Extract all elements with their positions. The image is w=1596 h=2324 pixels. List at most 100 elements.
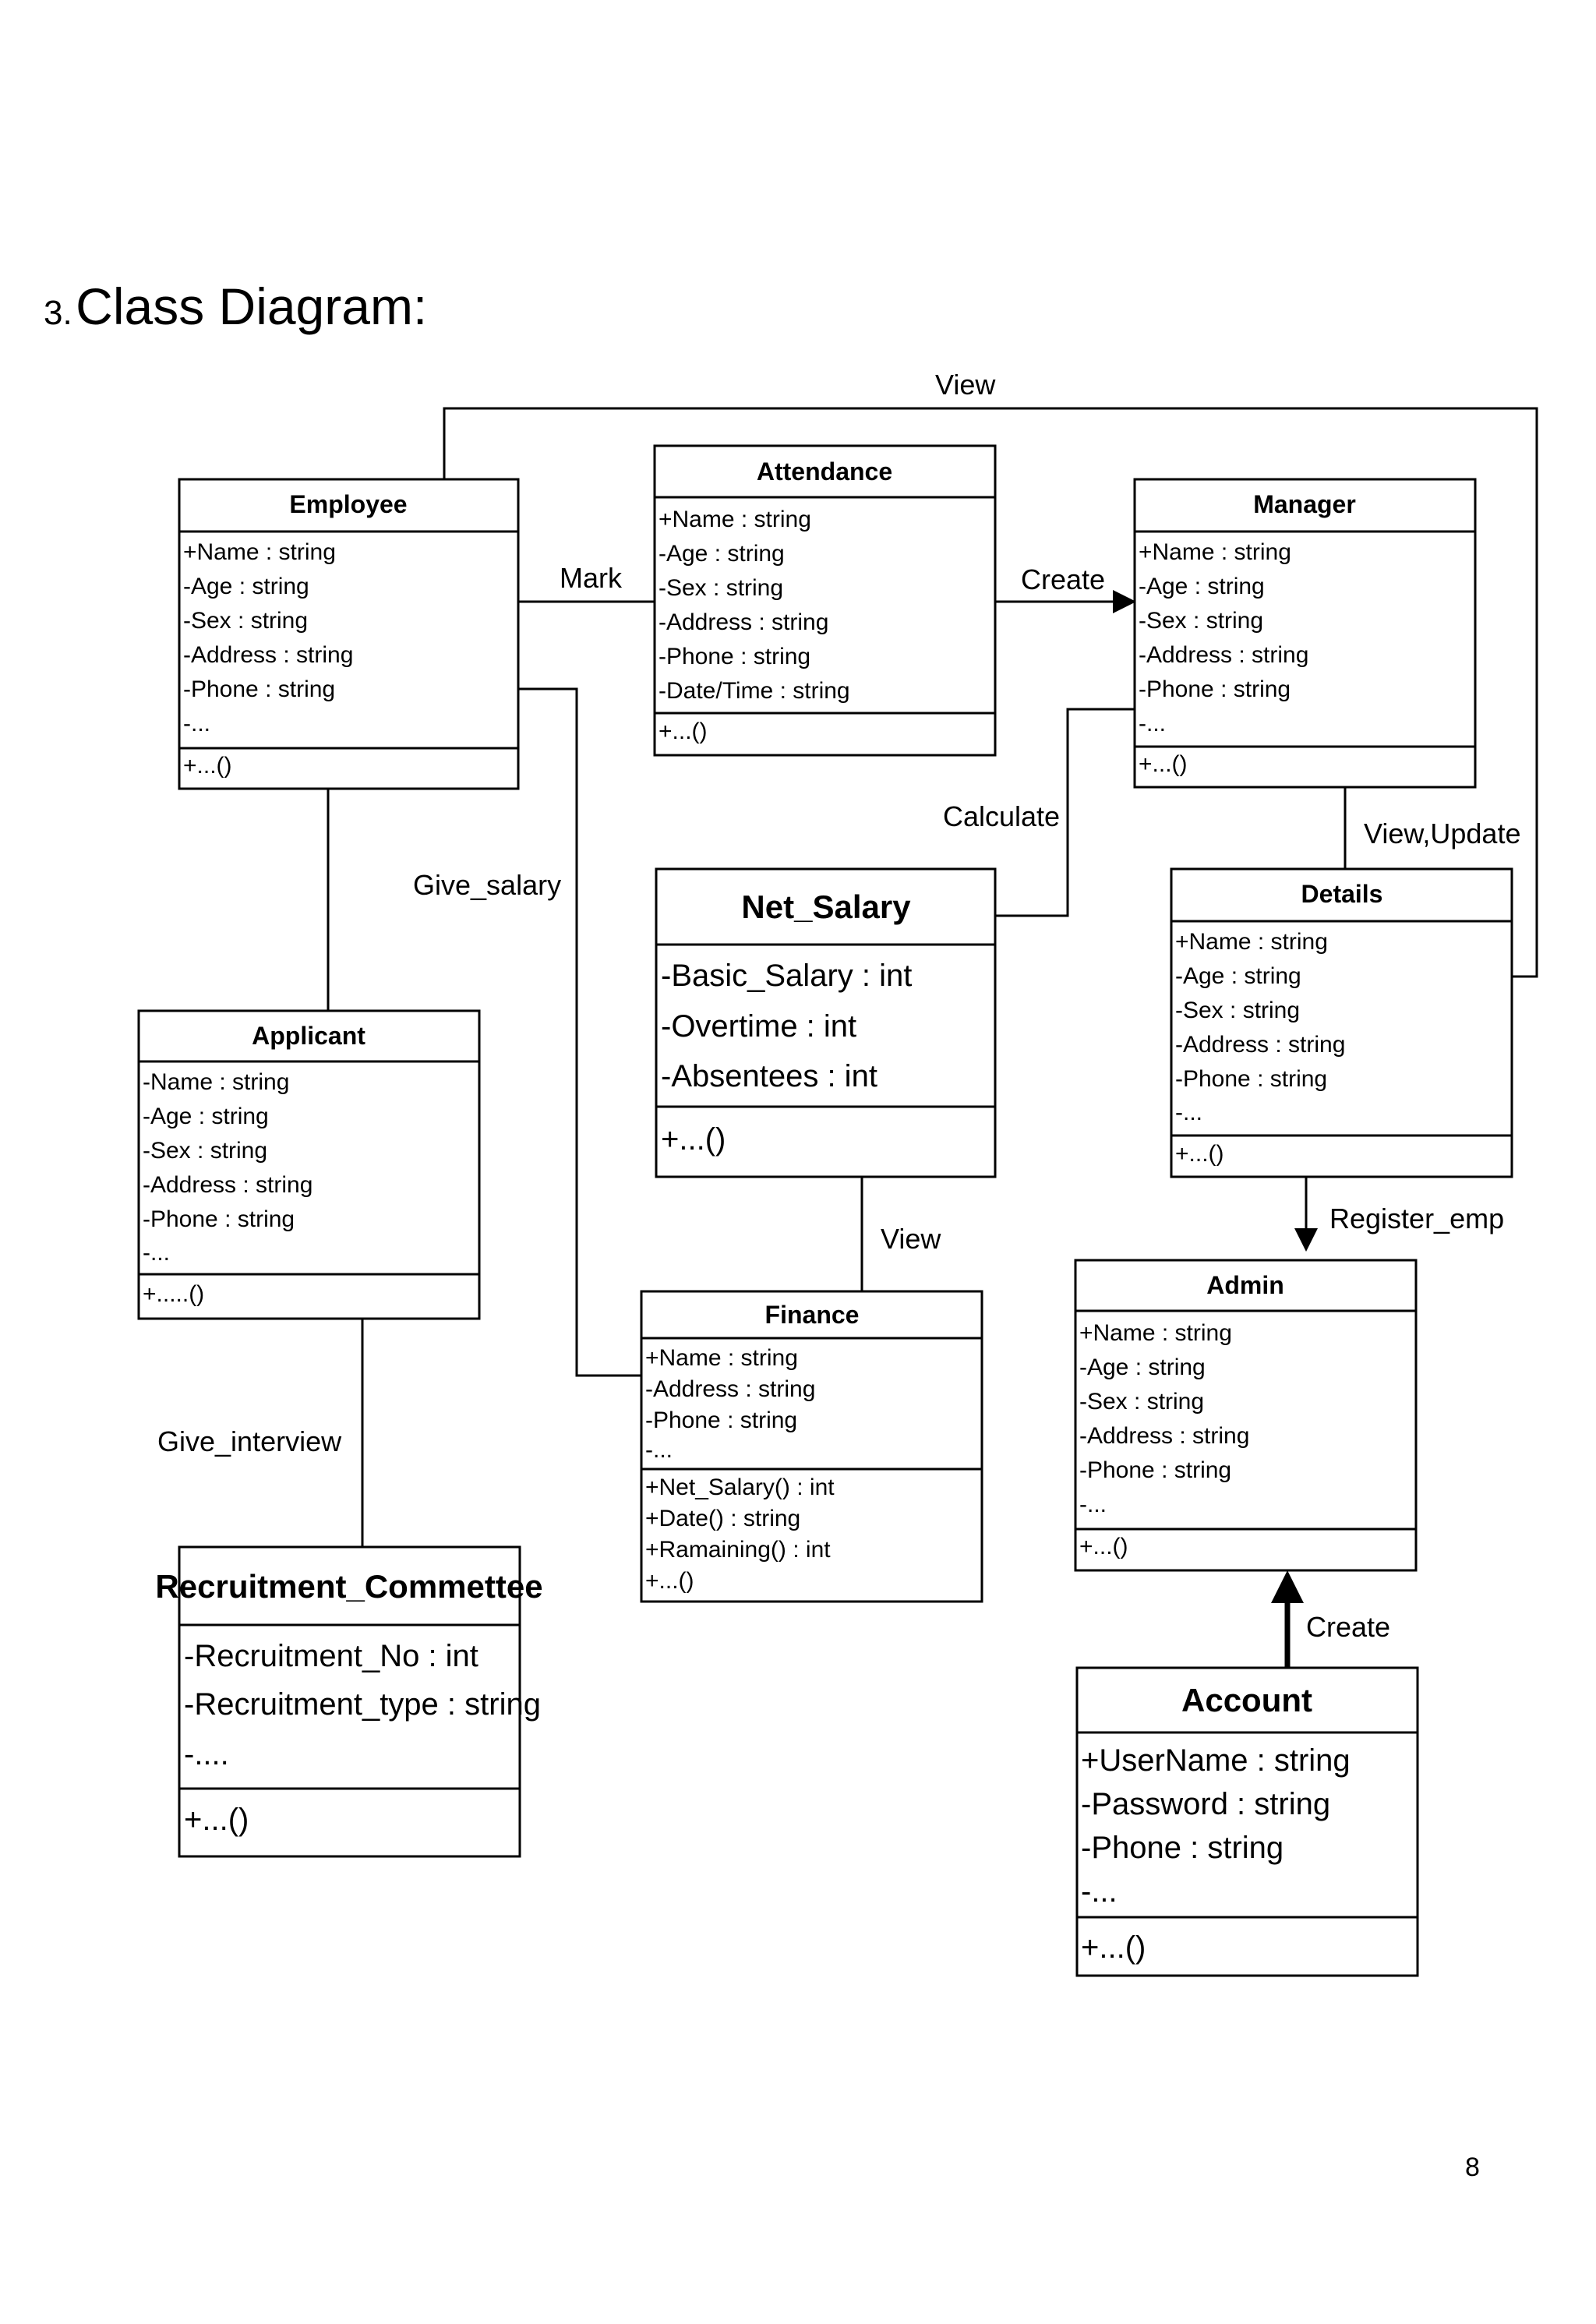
class-details: Details +Name : string -Age : string -Se… bbox=[1170, 867, 1513, 1178]
class-attribute: -Date/Time : string bbox=[659, 678, 850, 704]
class-attribute: -Basic_Salary : int bbox=[661, 959, 912, 993]
class-name: Admin bbox=[1206, 1271, 1284, 1299]
class-attribute: -.... bbox=[184, 1737, 229, 1771]
class-attribute: -Age : string bbox=[1079, 1354, 1206, 1380]
class-attribute: -Phone : string bbox=[183, 676, 335, 702]
class-name: Employee bbox=[289, 490, 407, 518]
class-attribute: -Phone : string bbox=[1139, 676, 1291, 702]
class-attribute: -Address : string bbox=[183, 642, 353, 668]
create-label: Create bbox=[1021, 563, 1105, 595]
class-method: +...() bbox=[1079, 1534, 1128, 1559]
class-attribute: -Age : string bbox=[183, 574, 309, 599]
mark-label: Mark bbox=[560, 562, 623, 594]
class-method: +...() bbox=[183, 753, 232, 779]
class-method: +.....() bbox=[143, 1281, 204, 1307]
class-admin: Admin +Name : string -Age : string -Sex … bbox=[1074, 1259, 1418, 1572]
class-attribute: +Name : string bbox=[1139, 539, 1291, 565]
view-update-label: View,Update bbox=[1364, 818, 1520, 849]
class-attribute: +Name : string bbox=[183, 539, 336, 565]
class-attribute: -... bbox=[1081, 1874, 1118, 1909]
page-number: 8 bbox=[1465, 2153, 1480, 2182]
class-attribute: -Phone : string bbox=[1081, 1831, 1284, 1865]
view-connector bbox=[443, 407, 1538, 978]
class-name: Net_Salary bbox=[741, 888, 911, 925]
class-attribute: +Name : string bbox=[659, 507, 811, 532]
class-attribute: -Address : string bbox=[645, 1376, 815, 1402]
class-recruitment-commettee: Recruitment_Commettee -Recruitment_No : … bbox=[155, 1545, 543, 1858]
class-name: Attendance bbox=[757, 457, 892, 486]
class-method: +...() bbox=[1081, 1930, 1146, 1965]
class-attribute: -Sex : string bbox=[659, 575, 783, 601]
class-method: +...() bbox=[645, 1568, 694, 1594]
relation-labels: View Mark Create Calculate View,Update G… bbox=[157, 369, 1520, 1643]
class-employee: Employee +Name : string -Age : string -S… bbox=[178, 478, 520, 790]
section-heading: 3. Class Diagram: bbox=[44, 277, 427, 336]
class-attribute: -Absentees : int bbox=[661, 1059, 877, 1093]
class-method: +...() bbox=[184, 1803, 249, 1837]
class-method: +Date() : string bbox=[645, 1506, 800, 1531]
class-name: Finance bbox=[765, 1301, 860, 1329]
class-attribute: -... bbox=[645, 1437, 673, 1463]
class-name: Recruitment_Commettee bbox=[155, 1568, 542, 1605]
class-method: +Ramaining() : int bbox=[645, 1537, 831, 1563]
class-attribute: -... bbox=[1175, 1100, 1202, 1125]
give-interview-label: Give_interview bbox=[157, 1425, 342, 1457]
class-attribute: -Phone : string bbox=[1175, 1066, 1327, 1092]
class-attribute: -Overtime : int bbox=[661, 1009, 856, 1044]
class-manager: Manager +Name : string -Age : string -Se… bbox=[1133, 478, 1477, 789]
class-finance: Finance +Name : string -Address : string… bbox=[640, 1290, 983, 1603]
class-attribute: -Address : string bbox=[1139, 642, 1308, 668]
class-attribute: -Sex : string bbox=[1175, 998, 1300, 1023]
class-attribute: -Phone : string bbox=[659, 644, 810, 669]
class-attribute: -... bbox=[1079, 1492, 1107, 1517]
class-attribute: -Address : string bbox=[1175, 1032, 1345, 1058]
class-attribute: -Address : string bbox=[659, 609, 828, 635]
class-method: +...() bbox=[659, 719, 708, 744]
class-attribute: -Name : string bbox=[143, 1069, 289, 1095]
section-number: 3. bbox=[44, 294, 72, 332]
class-attribute: -Sex : string bbox=[183, 608, 308, 634]
class-attribute: -Age : string bbox=[143, 1104, 269, 1129]
class-attribute: -Phone : string bbox=[645, 1407, 797, 1433]
class-applicant: Applicant -Name : string -Age : string -… bbox=[137, 1009, 481, 1320]
class-method: +...() bbox=[1175, 1141, 1224, 1167]
class-attribute: -Recruitment_type : string bbox=[184, 1687, 541, 1722]
class-account: Account +UserName : string -Password : s… bbox=[1075, 1666, 1419, 1977]
class-attribute: -Recruitment_No : int bbox=[184, 1639, 478, 1673]
class-attendance: Attendance +Name : string -Age : string … bbox=[653, 444, 997, 757]
section-title: Class Diagram: bbox=[76, 277, 428, 335]
give-salary-label: Give_salary bbox=[413, 869, 561, 901]
class-method: +...() bbox=[1139, 751, 1188, 777]
calculate-connector bbox=[995, 708, 1135, 917]
class-attribute: -Age : string bbox=[1175, 963, 1301, 989]
class-net-salary: Net_Salary -Basic_Salary : int -Overtime… bbox=[655, 867, 997, 1178]
class-attribute: -... bbox=[1139, 711, 1166, 736]
class-method: +Net_Salary() : int bbox=[645, 1475, 835, 1500]
class-attribute: -Sex : string bbox=[143, 1138, 267, 1164]
class-name: Details bbox=[1301, 880, 1383, 908]
class-attribute: -Age : string bbox=[1139, 574, 1265, 599]
class-attribute: -... bbox=[183, 711, 210, 736]
view-label: View bbox=[935, 369, 996, 401]
create-account-label: Create bbox=[1306, 1611, 1390, 1643]
class-attribute: -Age : string bbox=[659, 541, 785, 567]
class-attribute: +Name : string bbox=[1079, 1320, 1232, 1346]
class-attribute: -Phone : string bbox=[1079, 1457, 1231, 1483]
class-attribute: -Sex : string bbox=[1079, 1389, 1204, 1415]
class-name: Account bbox=[1181, 1682, 1312, 1718]
class-method: +...() bbox=[661, 1122, 726, 1157]
class-attribute: -... bbox=[143, 1240, 170, 1266]
class-attribute: -Address : string bbox=[1079, 1423, 1249, 1449]
class-attribute: -Phone : string bbox=[143, 1206, 295, 1232]
class-attribute: +Name : string bbox=[1175, 929, 1328, 955]
calculate-label: Calculate bbox=[943, 800, 1060, 832]
class-attribute: -Password : string bbox=[1081, 1787, 1330, 1821]
register-emp-label: Register_emp bbox=[1329, 1203, 1504, 1234]
class-attribute: +Name : string bbox=[645, 1345, 798, 1371]
class-name: Applicant bbox=[252, 1022, 365, 1050]
class-name: Manager bbox=[1253, 490, 1356, 518]
class-attribute: -Sex : string bbox=[1139, 608, 1263, 634]
give-salary-connector bbox=[518, 687, 641, 1377]
view-finance-label: View bbox=[881, 1223, 941, 1255]
